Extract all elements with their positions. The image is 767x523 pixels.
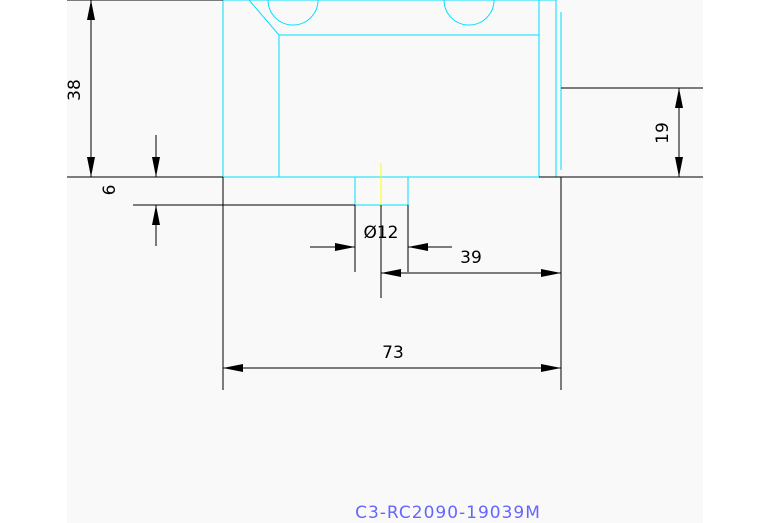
dim-6-label: 6 xyxy=(100,185,120,196)
paper-background xyxy=(67,0,703,523)
arrow-73-left xyxy=(223,364,243,372)
arrow-6-bottom xyxy=(152,205,160,225)
dim-73-label: 73 xyxy=(382,343,404,363)
arrow-19-top xyxy=(675,88,683,108)
dim-39-label: 39 xyxy=(460,248,482,268)
dim-38-label: 38 xyxy=(65,79,85,101)
chamfer-line xyxy=(248,0,280,36)
arrow-39-right xyxy=(541,269,561,277)
arrow-12-left xyxy=(335,243,355,251)
dim-12-label: Ø12 xyxy=(363,223,398,243)
arrow-39-left xyxy=(381,269,401,277)
drawing-code: C3-RC2090-19039M xyxy=(355,503,541,523)
arrow-19-bottom xyxy=(675,157,683,177)
left-arc-slot xyxy=(267,0,319,26)
right-arc-slot xyxy=(443,0,495,26)
arrow-12-right xyxy=(408,243,428,251)
arrow-73-right xyxy=(541,364,561,372)
arrow-6-top xyxy=(152,157,160,177)
arrowheads xyxy=(87,0,683,372)
arrow-38-bottom xyxy=(87,157,95,177)
arrow-38-top xyxy=(87,0,95,20)
dim-19-label: 19 xyxy=(653,122,673,144)
